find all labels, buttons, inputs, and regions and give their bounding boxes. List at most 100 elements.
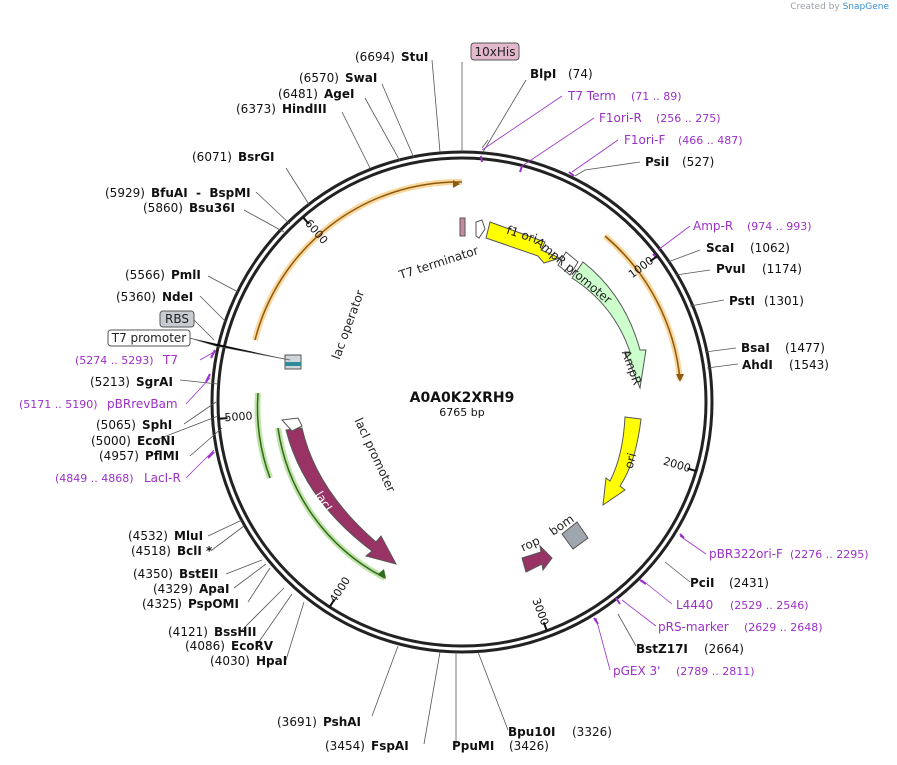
- enzyme-pos-agei: (6481): [278, 87, 318, 101]
- enzyme-label-psti: PstI(1301): [729, 294, 804, 308]
- label-leader-lines: [155, 59, 739, 746]
- plasmid-size: 6765 bp: [439, 406, 484, 419]
- enzyme-name-ecorv: EcoRV: [231, 639, 274, 653]
- enzyme-name-bstz17i: BstZ17I: [636, 642, 688, 656]
- primer-leader-lines: [185, 95, 707, 671]
- enzyme-name-pflmi: PflMI: [145, 449, 179, 463]
- primer-label-t7: (5274 .. 5293)T7: [75, 353, 178, 367]
- orange-arc-right: [604, 235, 681, 381]
- primer-name-t7: T7: [162, 353, 178, 367]
- primer-range-pbrrevbam: (5171 .. 5190): [19, 398, 98, 411]
- laci-promoter-label: lacI promoter: [352, 416, 399, 495]
- enzyme-pos-ahdi: (1543): [789, 358, 829, 372]
- enzyme-label-bcli: (4518)BclI *: [131, 544, 213, 558]
- scale-tick-5000: [218, 417, 228, 420]
- enzyme-pos-bsai: (1477): [785, 341, 825, 355]
- enzyme-pos-hpai: (4030): [210, 654, 250, 668]
- enzyme-pos-econi: (5000): [91, 434, 131, 448]
- enzyme-label-econi: (5000) EcoNI: [91, 434, 175, 448]
- enzyme-name-pcii: PciI: [690, 576, 715, 590]
- enzyme-pos-blpi: (74): [568, 67, 593, 81]
- enzyme-label-pvui: PvuI(1174): [716, 262, 802, 276]
- enzyme-name-ndei: NdeI: [162, 290, 193, 304]
- enzyme-pos-sphi: (5065): [96, 418, 136, 432]
- rop-label: rop: [518, 533, 542, 554]
- primer-label-pbr322ori-f: pBR322ori-F(2276 .. 2295): [709, 547, 869, 561]
- ampr-promoter-label: AmpR promoter: [532, 235, 614, 307]
- enzyme-label-swai: (6570) SwaI: [299, 71, 377, 85]
- enzyme-pos-pcii: (2431): [729, 576, 769, 590]
- enzyme-pos-ppumi: (3426): [509, 739, 549, 753]
- enzyme-name-agei: AgeI: [324, 87, 354, 101]
- enzyme-label-scai: ScaI(1062): [706, 241, 790, 255]
- enzyme-label-hindiii: (6373) HindIII: [236, 102, 327, 116]
- enzyme-name-mlui: MluI: [174, 529, 203, 543]
- ampr-promoter-arrow: [557, 251, 579, 276]
- backbone-inner-ring: [216, 156, 708, 648]
- lac-operator-stripe: [285, 362, 301, 366]
- scale-tick-3000: [542, 621, 548, 632]
- enzyme-label-pshai: (3691)PshAI: [277, 715, 361, 729]
- enzyme-label-hpai: (4030) HpaI: [210, 654, 287, 668]
- green-arc-small: [256, 392, 271, 479]
- enzyme-pos-pspomi: (4325): [142, 597, 182, 611]
- enzyme-pos-fspai: (3454): [325, 739, 365, 753]
- lac-operator-label: lac operator: [329, 288, 367, 361]
- enzyme-label-stui: (6694) StuI: [355, 50, 428, 64]
- rbs-leader: [193, 319, 215, 341]
- primer-range-prs-marker: (2629 .. 2648): [744, 621, 823, 634]
- primer-range-l4440: (2529 .. 2546): [730, 599, 809, 612]
- enzyme-name-econi: EcoNI: [137, 434, 175, 448]
- enzyme-pos-swai: (6570): [299, 71, 339, 85]
- primer-label-pgex-3: pGEX 3'(2789 .. 2811): [613, 664, 755, 678]
- enzyme-pos-sgrai: (5213): [90, 375, 130, 389]
- enzyme-name-hpai: HpaI: [256, 654, 287, 668]
- enzyme-pos-pflmi: (4957): [99, 449, 139, 463]
- enzyme-label-sgrai: (5213)SgrAI: [90, 375, 173, 389]
- enzyme-label-sphi: (5065)SphI: [96, 418, 172, 432]
- primer-label-prs-marker: pRS-marker(2629 .. 2648): [658, 620, 823, 634]
- plasmid-name: A0A0K2XRH9: [410, 390, 515, 406]
- enzyme-name-hindiii: HindIII: [282, 102, 327, 116]
- enzyme-label-bsteii: (4350)BstEII: [133, 567, 218, 581]
- scale-tick-label-4000: 4000: [327, 575, 353, 606]
- primer-range-t7-term: (71 .. 89): [631, 90, 682, 103]
- primer-range-amp-r: (974 .. 993): [747, 220, 812, 233]
- enzyme-label-blpi: BlpI(74): [530, 67, 593, 81]
- enzyme-name-bsteii: BstEII: [179, 567, 218, 581]
- enzyme-label-bstz17i: BstZ17I(2664): [636, 642, 744, 656]
- enzyme-name-pshai: PshAI: [323, 715, 361, 729]
- scale-tick-label-6000: 6000: [302, 217, 330, 247]
- box-rbs: RBS: [159, 310, 195, 328]
- laci-arrow: [285, 427, 397, 565]
- green-arc-large: [277, 427, 386, 579]
- watermark-prefix: Created by: [790, 2, 840, 12]
- enzyme-label-bsshii: (4121)BssHII: [168, 625, 256, 639]
- primer-label-f1ori-r: F1ori-R(256 .. 275): [599, 111, 721, 125]
- primer-name-pbrrevbam: pBRrevBam: [107, 397, 178, 411]
- enzyme-label-mlui: (4532)MluI: [128, 529, 203, 543]
- primer-name-t7-term: T7 Term: [567, 89, 616, 103]
- enzyme-name-swai: SwaI: [345, 71, 377, 85]
- green-arc-large-head: [378, 569, 386, 579]
- enzyme-label-bsu36i: (5860)Bsu36I: [143, 201, 235, 215]
- primer-range-pgex-3: (2789 .. 2811): [676, 665, 755, 678]
- enzyme-label-apai: (4329)ApaI: [153, 582, 229, 596]
- enzyme-label-ndei: (5360)NdeI: [116, 290, 193, 304]
- enzyme-name-psii: PsiI: [645, 155, 669, 169]
- snapgene-watermark: Created by SnapGene: [790, 2, 889, 12]
- enzyme-label-pspomi: (4325)PspOMI: [142, 597, 239, 611]
- t7-terminator-small-arrow: [475, 219, 486, 239]
- enzyme-name-stui: StuI: [401, 50, 428, 64]
- primer-marks: [205, 155, 685, 625]
- enzyme-name-ppumi: PpuMI: [452, 739, 494, 753]
- enzyme-pos-stui: (6694): [355, 50, 395, 64]
- ampr-arrow: [571, 261, 647, 390]
- enzyme-pos-hindiii: (6373): [236, 102, 276, 116]
- enzyme-pos-apai: (4329): [153, 582, 193, 596]
- enzyme-pos-bcli: (4518): [131, 544, 171, 558]
- primer-name-amp-r: Amp-R: [693, 219, 733, 233]
- primer-label-pbrrevbam: (5171 .. 5190) pBRrevBam: [19, 397, 178, 411]
- enzyme-label-bpu10i: Bpu10I(3326): [508, 725, 612, 739]
- enzyme-label-pcii: PciI (2431): [690, 576, 769, 590]
